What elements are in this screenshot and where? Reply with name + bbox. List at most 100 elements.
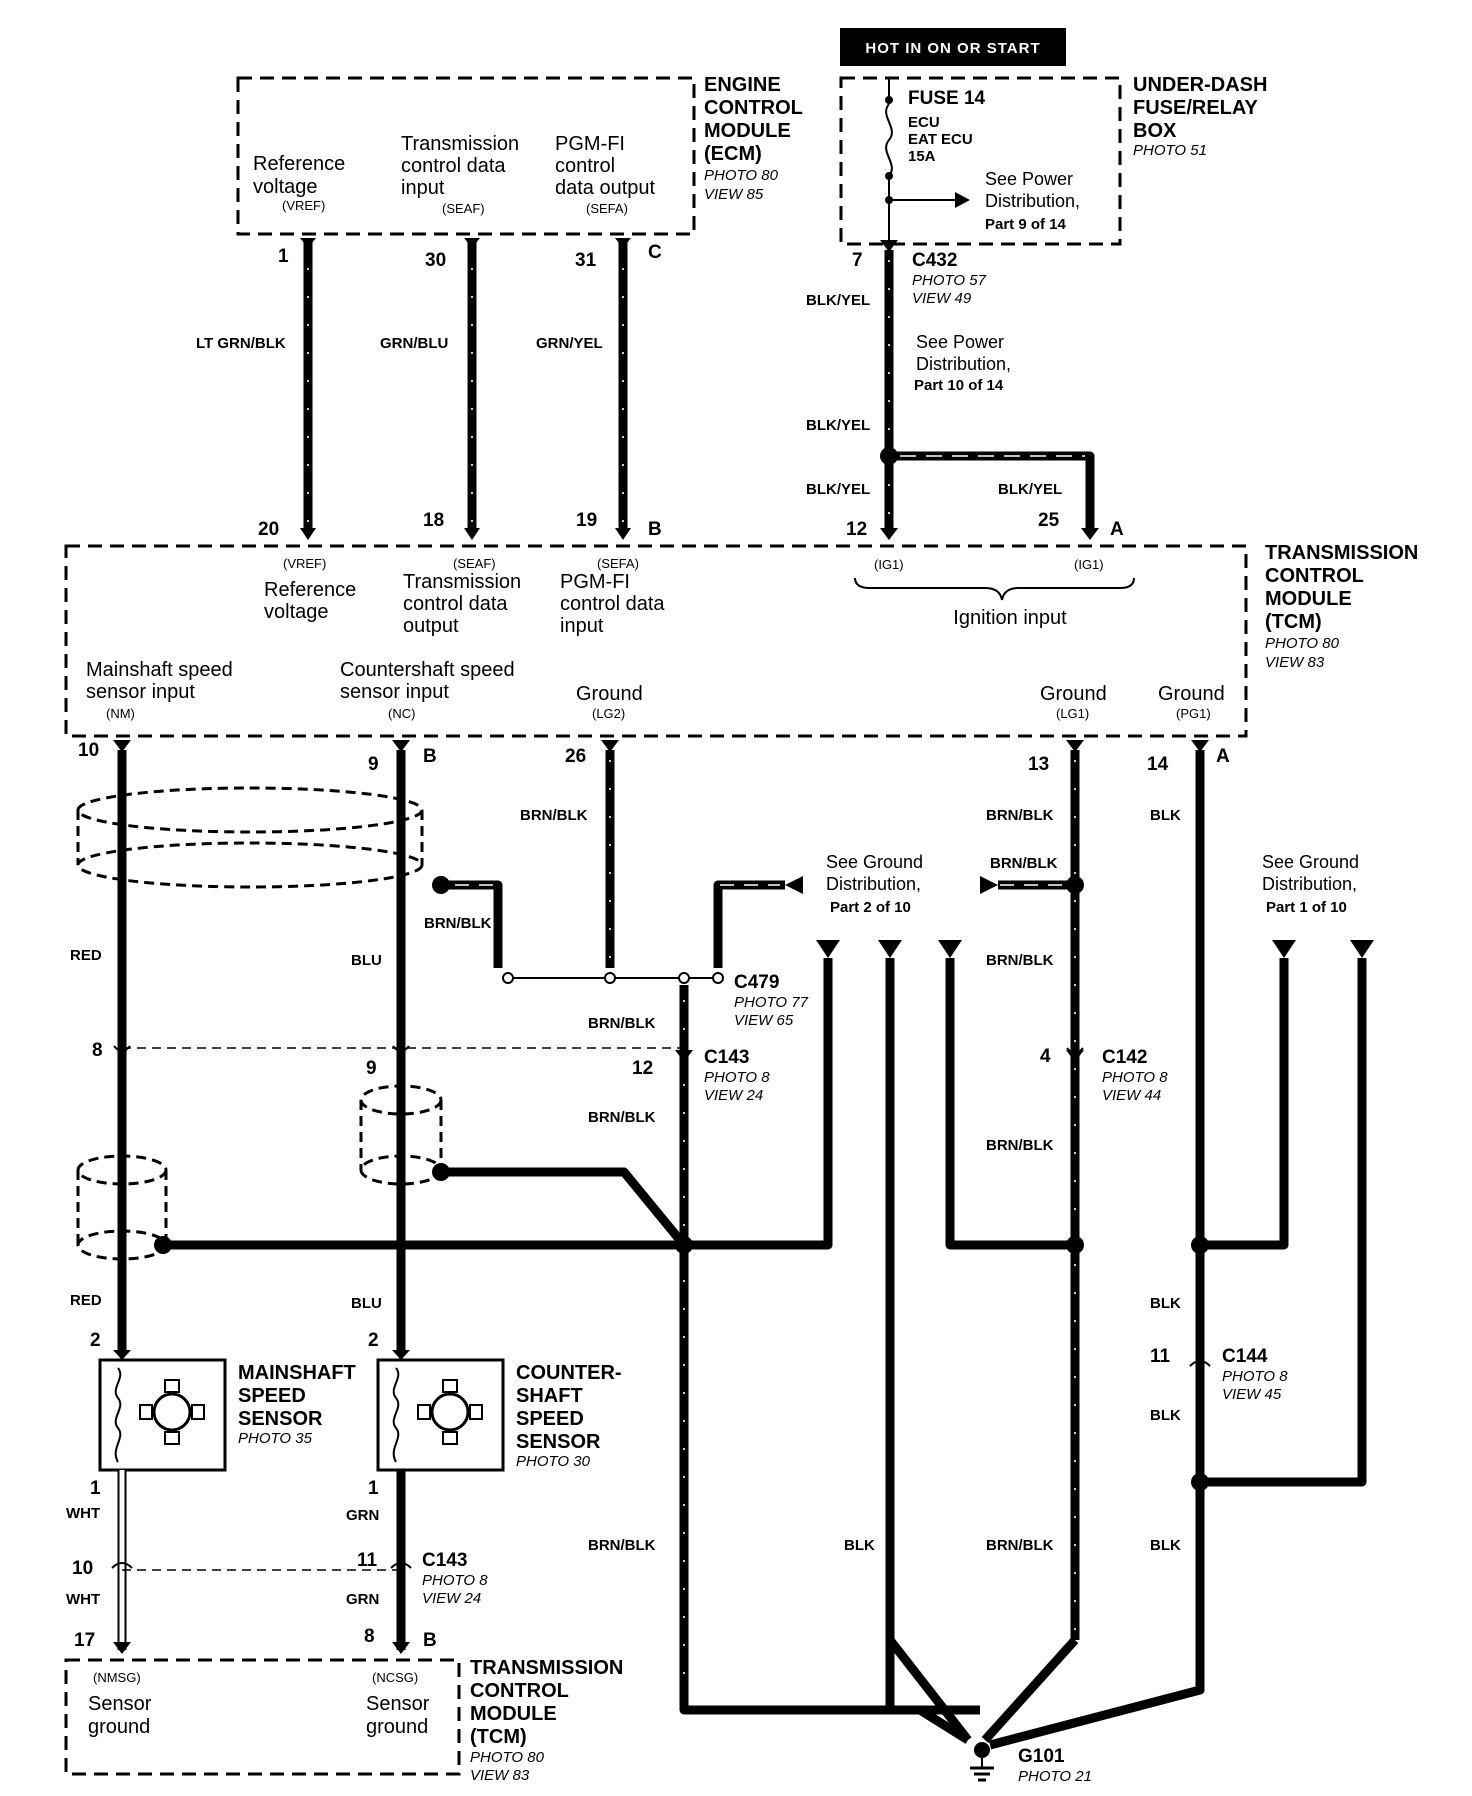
ecm-signals: Reference voltage (VREF) Transmission co… bbox=[253, 133, 656, 216]
svg-text:UNDER-DASH: UNDER-DASH bbox=[1133, 74, 1267, 96]
svg-text:MODULE: MODULE bbox=[1265, 588, 1352, 610]
svg-text:control data: control data bbox=[403, 593, 508, 615]
svg-text:4: 4 bbox=[1040, 1046, 1051, 1067]
svg-text:BLK: BLK bbox=[1150, 1295, 1181, 1312]
svg-text:B: B bbox=[423, 746, 437, 767]
svg-text:(TCM): (TCM) bbox=[470, 1726, 527, 1748]
ecm-title: ENGINE CONTROL MODULE (ECM) PHOTO 80 VIE… bbox=[704, 74, 803, 203]
svg-text:12: 12 bbox=[846, 519, 867, 540]
cable-shields bbox=[76, 786, 443, 1261]
svg-text:BRN/BLK: BRN/BLK bbox=[986, 1537, 1054, 1554]
svg-text:BLK/YEL: BLK/YEL bbox=[806, 292, 870, 309]
ecm-pins: 1 30 31 C bbox=[278, 242, 662, 271]
svg-text:C143: C143 bbox=[422, 1550, 467, 1571]
svg-text:18: 18 bbox=[423, 510, 444, 531]
svg-text:CONTROL: CONTROL bbox=[704, 97, 803, 119]
svg-text:SPEED: SPEED bbox=[516, 1408, 584, 1430]
svg-text:TRANSMISSION: TRANSMISSION bbox=[1265, 542, 1418, 564]
svg-text:WHT: WHT bbox=[66, 1505, 100, 1522]
svg-text:control data: control data bbox=[401, 155, 506, 177]
svg-text:Distribution,: Distribution, bbox=[1262, 874, 1357, 894]
svg-text:19: 19 bbox=[576, 510, 597, 531]
svg-text:VIEW 83: VIEW 83 bbox=[1265, 654, 1325, 671]
lower-wires bbox=[113, 740, 1374, 1750]
svg-text:ground: ground bbox=[366, 1716, 428, 1738]
svg-text:MODULE: MODULE bbox=[470, 1703, 557, 1725]
ecm-tcm-wires bbox=[300, 238, 631, 530]
svg-text:17: 17 bbox=[74, 1630, 95, 1651]
svg-text:PHOTO 8: PHOTO 8 bbox=[1222, 1368, 1288, 1385]
svg-text:12: 12 bbox=[632, 1058, 653, 1079]
svg-text:PHOTO 51: PHOTO 51 bbox=[1133, 142, 1207, 159]
svg-text:VIEW 65: VIEW 65 bbox=[734, 1012, 794, 1029]
svg-text:Transmission: Transmission bbox=[403, 571, 521, 593]
svg-text:FUSE/RELAY: FUSE/RELAY bbox=[1133, 97, 1259, 119]
svg-text:output: output bbox=[403, 615, 459, 637]
fuse-14: FUSE 14 ECU EAT ECU 15A See Power Distri… bbox=[885, 78, 1080, 245]
svg-text:2: 2 bbox=[90, 1330, 101, 1351]
svg-text:Distribution,: Distribution, bbox=[916, 354, 1011, 374]
tcm-title: TRANSMISSION CONTROL MODULE (TCM) PHOTO … bbox=[1265, 542, 1418, 671]
svg-text:Ignition input: Ignition input bbox=[953, 607, 1067, 629]
svg-text:Countershaft speed: Countershaft speed bbox=[340, 659, 515, 681]
svg-text:See Power: See Power bbox=[916, 332, 1004, 352]
svg-text:13: 13 bbox=[1028, 754, 1049, 775]
svg-text:See Ground: See Ground bbox=[1262, 852, 1359, 872]
svg-text:(SEAF): (SEAF) bbox=[453, 556, 496, 571]
svg-text:(NM): (NM) bbox=[106, 706, 135, 721]
svg-text:9: 9 bbox=[368, 754, 379, 775]
svg-text:BLK/YEL: BLK/YEL bbox=[806, 417, 870, 434]
svg-text:PHOTO 8: PHOTO 8 bbox=[1102, 1069, 1168, 1086]
svg-text:(PG1): (PG1) bbox=[1176, 706, 1211, 721]
ecm-wire-colors: LT GRN/BLK GRN/BLU GRN/YEL bbox=[196, 335, 603, 352]
svg-text:BOX: BOX bbox=[1133, 120, 1177, 142]
svg-text:20: 20 bbox=[258, 519, 279, 540]
svg-text:SPEED: SPEED bbox=[238, 1385, 306, 1407]
fuse-box-title: UNDER-DASH FUSE/RELAY BOX PHOTO 51 bbox=[1133, 74, 1267, 159]
svg-text:PHOTO 8: PHOTO 8 bbox=[704, 1069, 770, 1086]
svg-text:CONTROL: CONTROL bbox=[1265, 565, 1364, 587]
ecm-box bbox=[236, 76, 696, 236]
svg-text:Part 10 of 14: Part 10 of 14 bbox=[914, 377, 1004, 394]
tcm-bottom-signals: Mainshaft speed sensor input (NM) Counte… bbox=[86, 659, 1225, 721]
svg-text:A: A bbox=[1110, 519, 1124, 540]
svg-text:VIEW 24: VIEW 24 bbox=[422, 1590, 481, 1607]
svg-text:25: 25 bbox=[1038, 510, 1060, 531]
svg-text:BLK/YEL: BLK/YEL bbox=[806, 481, 870, 498]
svg-text:GRN: GRN bbox=[346, 1507, 379, 1524]
svg-text:Transmission: Transmission bbox=[401, 133, 519, 155]
svg-text:PHOTO 80: PHOTO 80 bbox=[1265, 635, 1340, 652]
svg-text:C143: C143 bbox=[704, 1047, 749, 1068]
svg-text:control: control bbox=[555, 155, 615, 177]
svg-text:Distribution,: Distribution, bbox=[826, 874, 921, 894]
svg-text:HOT IN ON OR START: HOT IN ON OR START bbox=[865, 40, 1040, 57]
svg-text:voltage: voltage bbox=[264, 601, 329, 623]
hot-label: HOT IN ON OR START bbox=[840, 28, 1066, 66]
svg-text:BLK/YEL: BLK/YEL bbox=[998, 481, 1062, 498]
svg-text:BLK: BLK bbox=[1150, 1537, 1181, 1554]
svg-text:CONTROL: CONTROL bbox=[470, 1680, 569, 1702]
countershaft-speed-sensor: COUNTER- SHAFT SPEED SENSOR PHOTO 30 2 1 bbox=[368, 1330, 622, 1499]
svg-text:15A: 15A bbox=[908, 148, 936, 165]
svg-text:Mainshaft speed: Mainshaft speed bbox=[86, 659, 233, 681]
svg-text:14: 14 bbox=[1147, 754, 1169, 775]
svg-text:BRN/BLK: BRN/BLK bbox=[990, 855, 1058, 872]
svg-text:VIEW 45: VIEW 45 bbox=[1222, 1386, 1282, 1403]
svg-text:1: 1 bbox=[368, 1478, 379, 1499]
svg-text:(SEFA): (SEFA) bbox=[586, 201, 628, 216]
see-ground-labels: See Ground Distribution, Part 2 of 10 Se… bbox=[826, 852, 1359, 916]
svg-text:BRN/BLK: BRN/BLK bbox=[986, 1137, 1054, 1154]
svg-text:See Power: See Power bbox=[985, 169, 1073, 189]
svg-text:VIEW 85: VIEW 85 bbox=[704, 186, 764, 203]
svg-text:C432: C432 bbox=[912, 250, 957, 271]
svg-text:BLU: BLU bbox=[351, 952, 382, 969]
svg-text:BRN/BLK: BRN/BLK bbox=[588, 1015, 656, 1032]
svg-text:C479: C479 bbox=[734, 972, 779, 993]
svg-text:Part 9 of 14: Part 9 of 14 bbox=[985, 216, 1067, 233]
svg-text:(SEFA): (SEFA) bbox=[597, 556, 639, 571]
svg-text:Sensor: Sensor bbox=[366, 1693, 430, 1715]
tcm-box bbox=[64, 544, 1248, 738]
svg-text:ground: ground bbox=[88, 1716, 150, 1738]
svg-text:FUSE 14: FUSE 14 bbox=[908, 88, 986, 109]
